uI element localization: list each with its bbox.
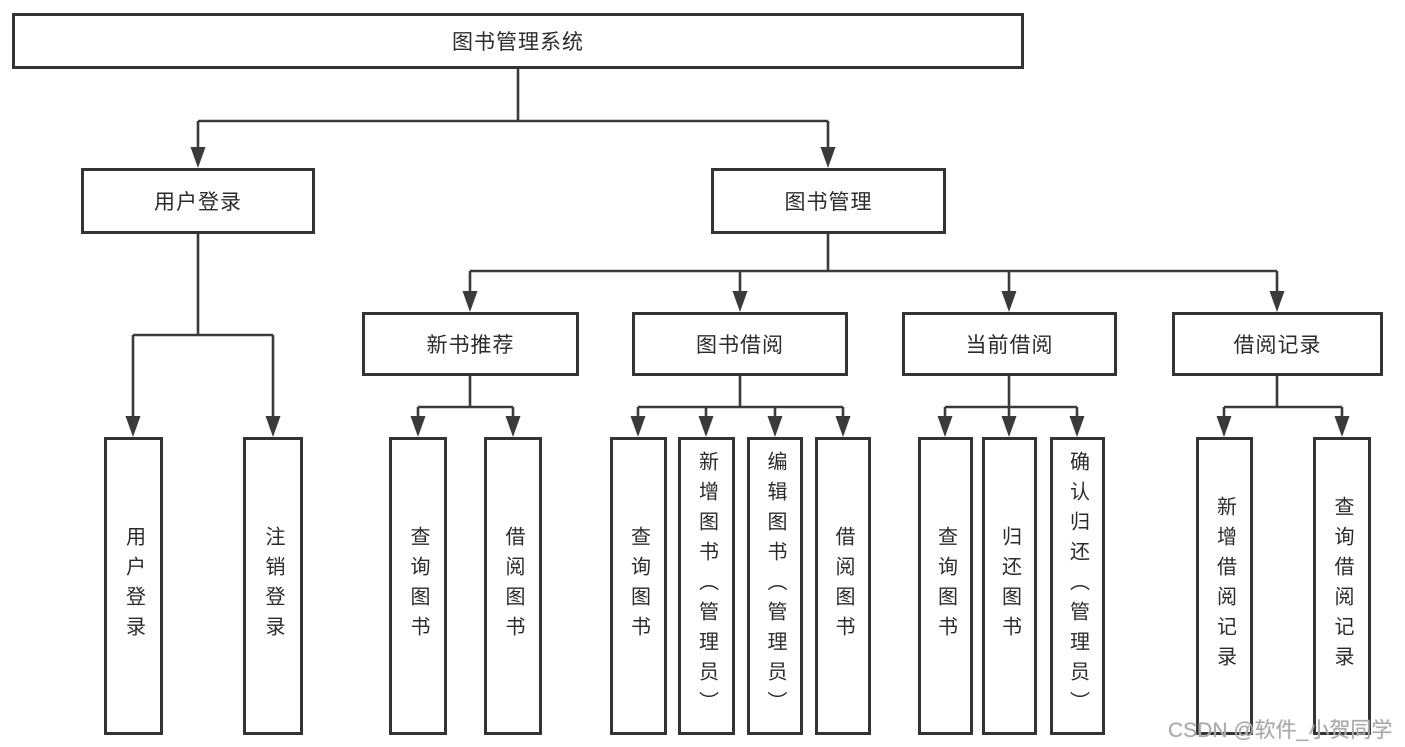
- node-label: 新增图书（管理员）: [695, 451, 718, 721]
- arrow-icon: [820, 147, 836, 168]
- leaf-query-books-current: 查询图书: [918, 437, 973, 735]
- node-label: 借阅图书: [502, 526, 524, 646]
- arrow-icon: [732, 291, 748, 312]
- leaf-query-books-borrowing: 查询图书: [610, 437, 667, 735]
- node-root-system: 图书管理系统: [12, 13, 1024, 69]
- node-label: 用户登录: [122, 526, 145, 646]
- arrow-icon: [1334, 416, 1350, 437]
- arrow-icon: [1216, 416, 1232, 437]
- arrow-icon: [767, 416, 783, 437]
- node-label: 新增借阅记录: [1213, 496, 1236, 676]
- node-label: 当前借阅: [965, 334, 1054, 357]
- leaf-borrow-books: 借阅图书: [815, 437, 871, 735]
- leaf-add-borrow-record: 新增借阅记录: [1196, 437, 1253, 735]
- edge-current-to-leaves: [943, 376, 1079, 420]
- leaf-confirm-return-admin: 确认归还（管理员）: [1050, 437, 1105, 735]
- node-label: 借阅图书: [832, 526, 854, 646]
- node-label: 查询图书: [407, 526, 429, 646]
- node-label: 注销登录: [262, 526, 284, 646]
- node-new-book-recommend: 新书推荐: [362, 312, 579, 376]
- node-label: 借阅记录: [1233, 334, 1322, 357]
- node-label: 图书管理系统: [452, 31, 584, 54]
- leaf-user-login: 用户登录: [104, 437, 163, 735]
- edge-bookmgmt-to-level3: [468, 234, 1279, 294]
- arrow-icon: [1001, 416, 1017, 437]
- arrow-icon: [505, 416, 521, 437]
- node-label: 图书管理: [784, 191, 873, 214]
- arrow-icon: [937, 416, 953, 437]
- arrow-icon: [410, 416, 426, 437]
- edge-records-to-leaves: [1222, 376, 1344, 420]
- edge-userlogin-to-leaves: [131, 234, 275, 420]
- arrow-icon: [630, 416, 646, 437]
- node-label: 查询图书: [934, 526, 957, 646]
- arrow-icon: [1069, 416, 1085, 437]
- node-label: 查询借阅记录: [1331, 496, 1353, 676]
- node-label: 新书推荐: [426, 334, 515, 357]
- arrow-icon: [265, 416, 281, 437]
- node-user-login: 用户登录: [81, 168, 315, 234]
- leaf-add-books-admin: 新增图书（管理员）: [678, 437, 735, 735]
- edge-root-to-level2: [196, 69, 830, 150]
- node-book-management: 图书管理: [711, 168, 946, 234]
- csdn-watermark: CSDN @软件_小贺同学: [1168, 719, 1393, 742]
- node-label: 查询图书: [627, 526, 650, 646]
- leaf-borrow-books-recommend: 借阅图书: [484, 437, 542, 735]
- arrow-icon: [125, 416, 141, 437]
- leaf-query-borrow-record: 查询借阅记录: [1313, 437, 1371, 735]
- node-label: 编辑图书（管理员）: [764, 451, 786, 721]
- node-label: 用户登录: [154, 191, 242, 214]
- node-label: 确认归还（管理员）: [1066, 451, 1089, 721]
- edge-borrow-to-leaves: [636, 376, 845, 420]
- node-current-borrowing: 当前借阅: [902, 312, 1117, 376]
- leaf-edit-books-admin: 编辑图书（管理员）: [747, 437, 803, 735]
- node-book-borrowing: 图书借阅: [632, 312, 848, 376]
- arrow-icon: [1269, 291, 1285, 312]
- node-label: 归还图书: [998, 526, 1021, 646]
- arrow-icon: [462, 291, 478, 312]
- leaf-query-books-recommend: 查询图书: [389, 437, 447, 735]
- arrow-icon: [835, 416, 851, 437]
- edge-newbook-to-leaves: [416, 376, 515, 420]
- leaf-logout: 注销登录: [243, 437, 303, 735]
- node-borrowing-records: 借阅记录: [1172, 312, 1383, 376]
- node-label: 图书借阅: [696, 334, 784, 357]
- arrow-icon: [190, 147, 206, 168]
- leaf-return-books: 归还图书: [982, 437, 1037, 735]
- arrow-icon: [698, 416, 714, 437]
- arrow-icon: [1001, 291, 1017, 312]
